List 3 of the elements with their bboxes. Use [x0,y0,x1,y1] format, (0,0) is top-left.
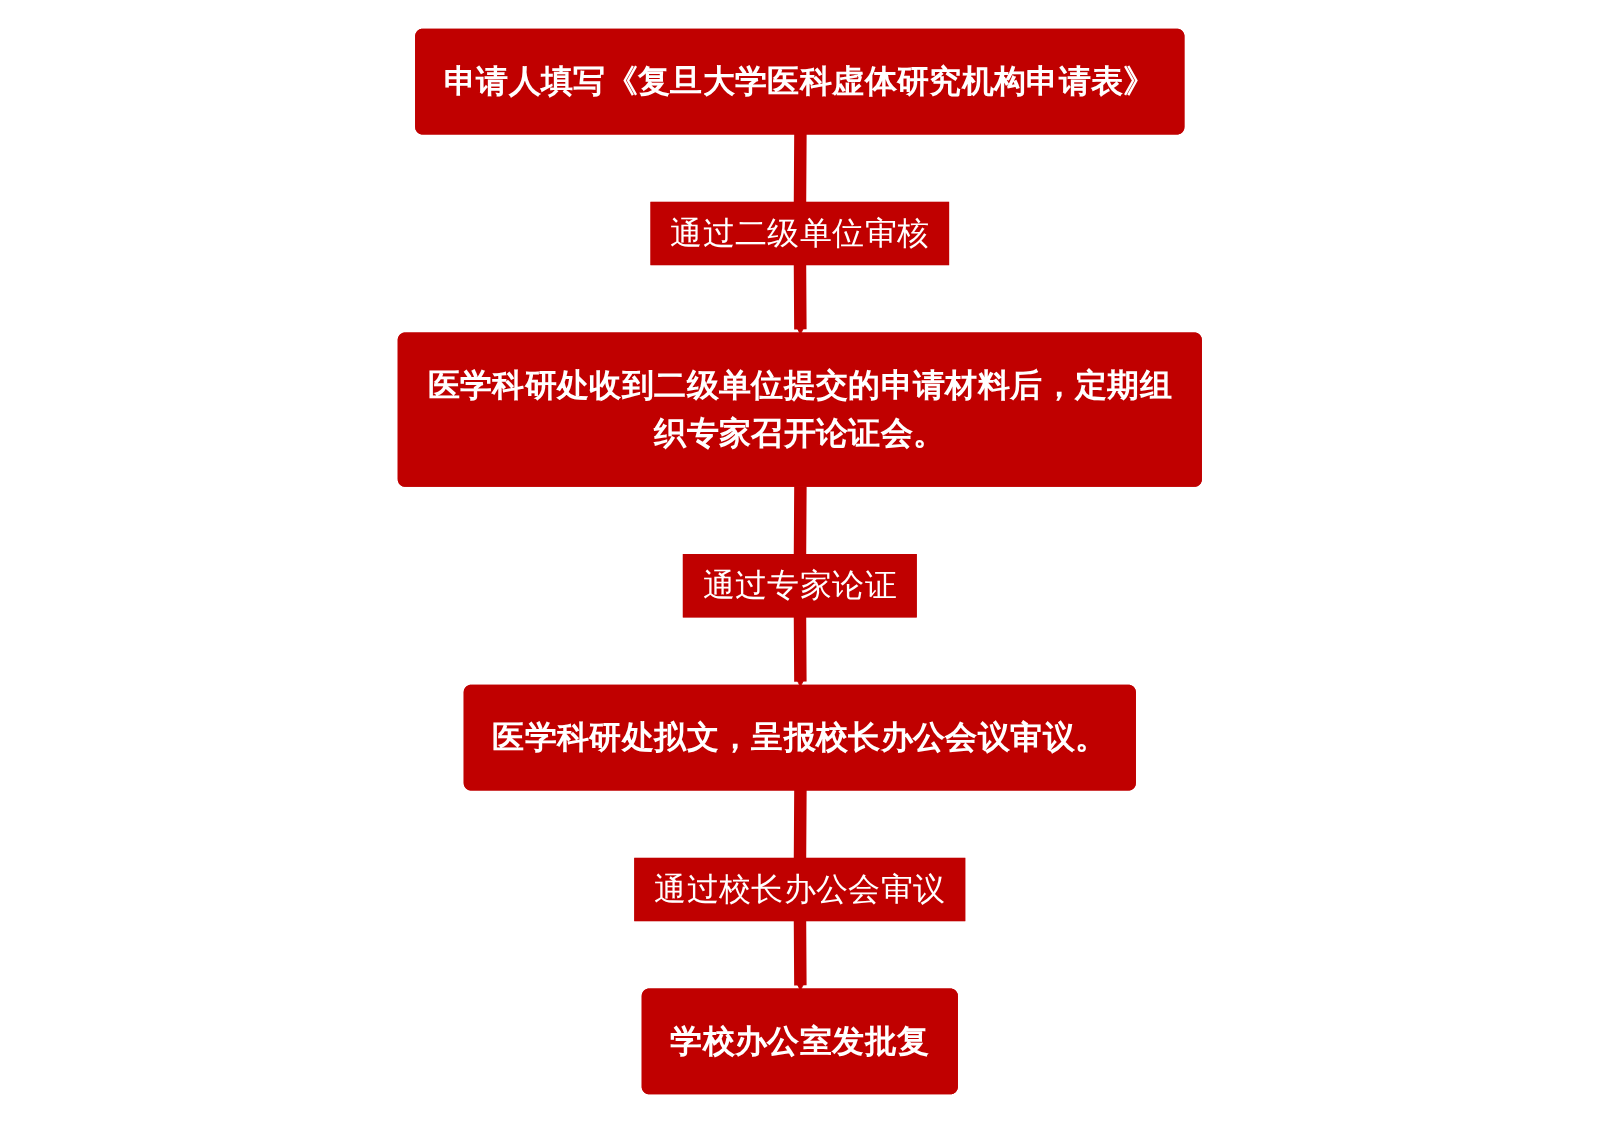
edge-label: 通过专家论证 [702,566,898,604]
edge-label: 通过校长办公会审议 [654,870,946,908]
edge-label: 通过二级单位审核 [670,214,930,252]
